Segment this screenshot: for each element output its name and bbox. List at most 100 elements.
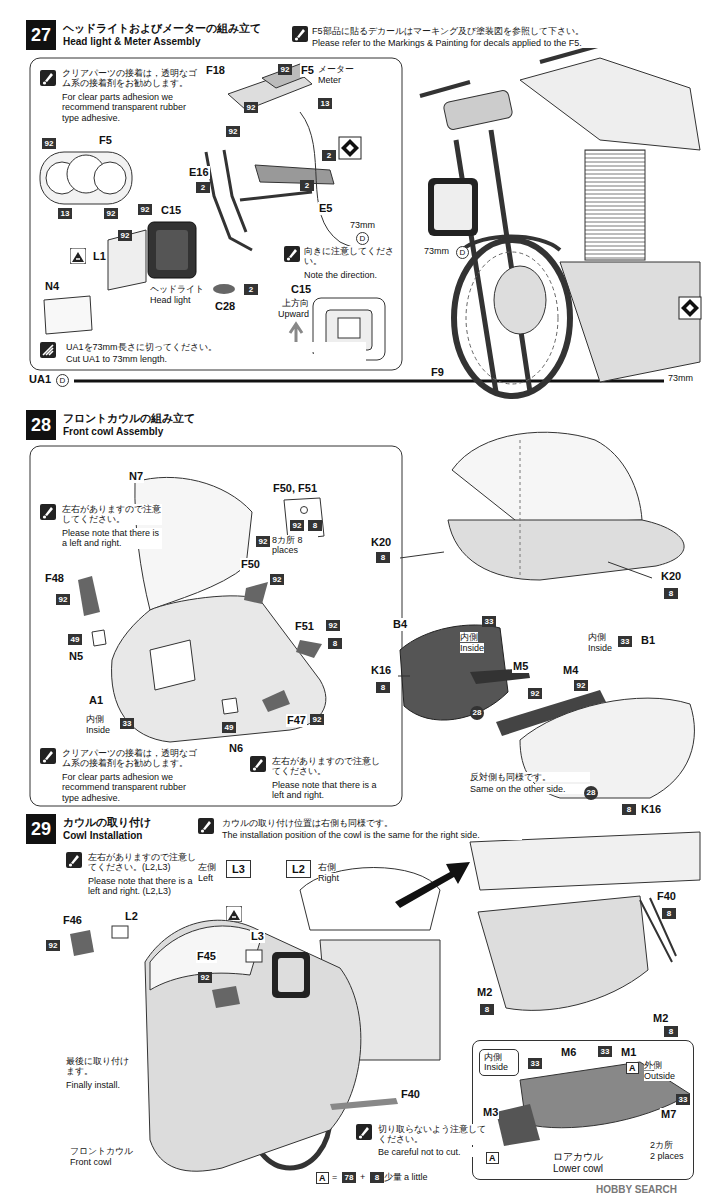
note-text: 切り取らないよう注意してください。	[378, 1124, 490, 1145]
note-text: Note the direction.	[304, 270, 396, 280]
inside-box: 内側 Inside	[479, 1049, 519, 1076]
note-text: For clear parts adhesion we recommend tr…	[62, 772, 202, 803]
note-text: 8カ所 8 places	[272, 535, 318, 556]
step-number: 27	[26, 20, 56, 50]
paint-code: 92	[310, 714, 324, 725]
part-number: L2	[124, 910, 139, 923]
note-text: F5部品に貼るデカールはマーキング及び塗装図を参照して下さい。	[312, 26, 702, 36]
paint-code: 33	[528, 1058, 542, 1069]
note-text: Same on the other side.	[470, 784, 590, 794]
paint-code: 2	[300, 180, 314, 191]
part-caption: 2カ所	[650, 1140, 673, 1150]
paint-code: 78	[342, 1172, 356, 1183]
part-caption: Inside	[86, 725, 110, 735]
part-number: F9	[430, 366, 445, 379]
note-text: 左右がありますので注意してください。	[272, 756, 384, 777]
part-number: N6	[228, 742, 244, 755]
paint-code: 8	[664, 1026, 678, 1037]
part-number: M7	[660, 1108, 677, 1121]
part-number: F5	[98, 134, 113, 147]
paint-code: 8	[662, 908, 676, 919]
part-caption: 73mm	[350, 220, 375, 230]
part-caption: 左側	[198, 862, 216, 872]
part-caption: 内側	[460, 632, 478, 642]
part-caption: 内側	[86, 714, 104, 724]
part-caption: Head light	[150, 295, 191, 305]
step-title-text: ヘッドライトおよびメーターの組み立て	[63, 22, 261, 36]
part-number: M5	[512, 660, 529, 673]
part-number: F47	[286, 714, 307, 727]
note-text: Please refer to the Markings & Painting …	[312, 38, 702, 48]
step-header: 28フロントカウルの組み立てFront cowl Assembly	[26, 410, 195, 440]
paint-code: 92	[574, 680, 588, 691]
part-caption: メーター	[318, 64, 354, 74]
step-header: 27ヘッドライトおよびメーターの組み立てHead light & Meter A…	[26, 20, 261, 50]
note-text: カウルの取り付け位置は右側も同様です。	[222, 818, 522, 828]
part-number: F48	[44, 572, 65, 585]
step-header: 29カウルの取り付けCowl Installation	[26, 814, 151, 844]
part-number: F50	[240, 558, 261, 571]
step-title: フロントカウルの組み立てFront cowl Assembly	[63, 412, 195, 438]
mix-symbol: A	[626, 1062, 639, 1074]
note-text: Cut UA1 to 73mm length.	[66, 354, 366, 364]
paint-code: 33	[482, 616, 496, 627]
part-number: M2	[652, 1012, 669, 1025]
cut-mark: D	[456, 246, 469, 259]
lens-box: L3	[226, 860, 251, 878]
note-text: Please note that there is a left and rig…	[272, 780, 384, 801]
part-caption: 内側	[588, 632, 606, 642]
paint-code: 92	[528, 688, 542, 699]
paint-code: 8	[376, 682, 390, 693]
part-number: N7	[128, 470, 144, 483]
step-title-text: フロントカウルの組み立て	[63, 412, 195, 426]
step-title-text: Front cowl Assembly	[63, 426, 195, 439]
note-text: 反対側も同様です。	[470, 772, 590, 782]
paint-code: 33	[676, 1094, 690, 1105]
part-number: F40	[656, 890, 677, 903]
part-caption: Front cowl	[70, 1157, 112, 1167]
cut-mark: D	[356, 232, 369, 245]
part-caption: 73mm	[668, 373, 693, 383]
lens-box: L2	[286, 860, 311, 878]
node-text: L3	[232, 863, 245, 875]
part-number: C15	[160, 204, 182, 217]
paint-code: 33	[598, 1046, 612, 1057]
node-text: 内側 Inside	[484, 1052, 514, 1073]
paint-code-circle: 28	[584, 786, 598, 800]
paint-code: 2	[196, 182, 210, 193]
part-number: L3	[250, 930, 265, 943]
part-number: L1	[92, 250, 107, 263]
note-text: 最後に取り付けます。	[66, 1056, 136, 1077]
part-number: B4	[392, 618, 408, 631]
paint-code: 2	[322, 150, 336, 161]
part-caption: =	[332, 1172, 337, 1182]
paint-code: 92	[226, 126, 240, 137]
part-caption: Outside	[644, 1071, 675, 1081]
note-text: 左右がありますので注意してください。(L2,L3)	[88, 852, 196, 873]
part-caption: Meter	[318, 75, 341, 85]
part-number: K20	[660, 570, 682, 583]
note-text: The installation position of the cowl is…	[222, 830, 522, 840]
paint-code: 8	[308, 520, 322, 531]
note-text: 左右がありますので注意してください。	[62, 504, 162, 525]
paint-code: 92	[244, 102, 258, 113]
part-number: A1	[88, 694, 104, 707]
part-caption: 2 places	[650, 1151, 684, 1161]
part-number: C15	[290, 283, 312, 296]
note-text: UA1を73mm長さに切ってください。	[66, 342, 366, 352]
step-title-text: カウルの取り付け	[63, 816, 151, 830]
part-number: E5	[318, 202, 333, 215]
part-number: F50, F51	[272, 482, 318, 495]
paint-code: 92	[270, 574, 284, 585]
part-number: K16	[640, 803, 662, 816]
note-text: クリアパーツの接着は，透明なゴム系の接着剤をお勧めします。	[62, 68, 202, 89]
part-caption: Inside	[588, 643, 612, 653]
cut-mark: D	[56, 374, 69, 387]
part-number: M3	[482, 1106, 499, 1119]
paint-code: 92	[256, 536, 270, 547]
part-number: UA1	[28, 373, 52, 386]
part-number: K20	[370, 536, 392, 549]
paint-code: 92	[104, 208, 118, 219]
